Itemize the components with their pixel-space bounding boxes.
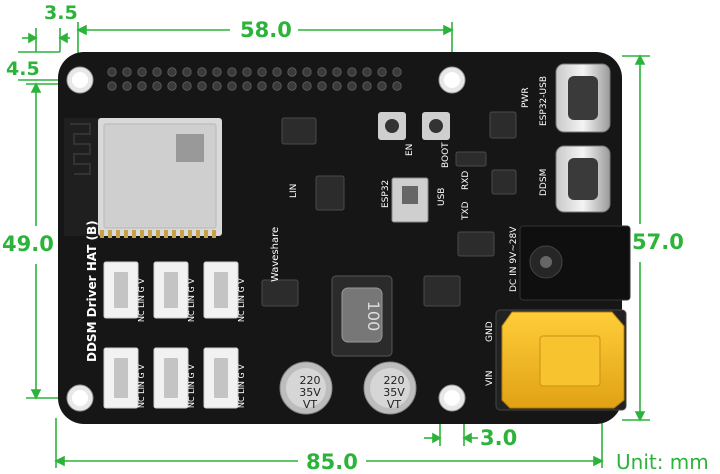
connector-pins-3: NC LIN G V: [237, 278, 246, 322]
gpio-pin-hole: [392, 81, 402, 91]
gpio-pin-hole: [287, 81, 297, 91]
gpio-pin-hole: [212, 67, 222, 77]
gpio-pin-hole: [167, 67, 177, 77]
dim-top-offset-x: 3.5: [44, 2, 78, 24]
power-inductor: [331, 275, 393, 357]
gpio-pin-hole: [362, 67, 372, 77]
svg-text:220: 220: [300, 374, 321, 387]
gpio-pin-hole: [137, 67, 147, 77]
usb-label: USB: [437, 188, 447, 206]
vin-label: VIN: [485, 370, 495, 386]
en-label: EN: [405, 144, 415, 156]
gpio-pin-hole: [377, 81, 387, 91]
gpio-pin-hole: [362, 81, 372, 91]
connector-pins-2: NC LIN G V: [187, 278, 196, 322]
gpio-pin-hole: [227, 81, 237, 91]
gnd-label: GND: [485, 321, 495, 342]
gpio-pin-hole: [287, 67, 297, 77]
gpio-pin-hole: [302, 67, 312, 77]
inductor-label: 100: [364, 301, 383, 332]
gpio-pin-hole: [122, 67, 132, 77]
gpio-pin-hole: [182, 67, 192, 77]
boot-label: BOOT: [441, 142, 451, 168]
buttons: [378, 112, 450, 140]
svg-text:220: 220: [384, 374, 405, 387]
connector-pins-4: NC LIN G V: [137, 364, 146, 408]
capacitor-2-text: 220 35V VT: [383, 374, 405, 411]
gpio-pin-hole: [167, 81, 177, 91]
capacitors: [279, 361, 417, 415]
gpio-pin-hole: [272, 67, 282, 77]
dim-top-width: 58.0: [240, 18, 292, 42]
svg-text:35V: 35V: [299, 386, 321, 399]
txd-label: TXD: [461, 201, 471, 221]
gpio-pin-hole: [257, 81, 267, 91]
connector-pins-1: NC LIN G V: [137, 278, 146, 322]
gpio-pin-hole: [152, 81, 162, 91]
connector-pins-6: NC LIN G V: [237, 364, 246, 408]
gpio-pin-hole: [152, 67, 162, 77]
gpio-pin-hole: [212, 81, 222, 91]
pwr-label: PWR: [521, 87, 531, 108]
gpio-pin-hole: [137, 81, 147, 91]
gpio-pin-hole: [332, 67, 342, 77]
gpio-pin-hole: [317, 81, 327, 91]
dim-left-height: 49.0: [2, 232, 54, 256]
dc-in-label: DC IN 9V~28V: [509, 226, 519, 292]
dim-top-offset-y: 4.5: [6, 58, 40, 80]
unit-label: Unit: mm: [616, 450, 709, 474]
capacitor-1-text: 220 35V VT: [299, 374, 321, 411]
gpio-pin-hole: [317, 67, 327, 77]
gpio-pin-hole: [392, 67, 402, 77]
rxd-label: RXD: [461, 171, 471, 190]
svg-text:VT: VT: [303, 398, 318, 411]
dim-right-height: 57.0: [632, 230, 684, 254]
svg-text:VT: VT: [387, 398, 402, 411]
gpio-pin-hole: [272, 81, 282, 91]
esp32-module: [64, 118, 222, 238]
ddsm-label: DDSM: [539, 169, 549, 196]
esp32-usb-label: ESP32-USB: [539, 76, 549, 126]
board-name-text: DDSM Driver HAT (B): [85, 220, 99, 362]
lin-label: LIN: [289, 184, 299, 198]
gpio-pin-hole: [242, 81, 252, 91]
gpio-pin-hole: [197, 81, 207, 91]
gpio-header: [107, 67, 402, 91]
gpio-pin-hole: [377, 67, 387, 77]
gpio-pin-hole: [257, 67, 267, 77]
esp32-label: ESP32: [381, 180, 391, 208]
gpio-pin-hole: [242, 67, 252, 77]
dim-bottom-offset: 3.0: [480, 426, 518, 450]
gpio-pin-hole: [107, 81, 117, 91]
gpio-pin-hole: [347, 67, 357, 77]
dim-bottom-width: 85.0: [306, 450, 358, 474]
usb-c-ports: [555, 63, 611, 213]
gpio-pin-hole: [332, 81, 342, 91]
small-components: [261, 111, 517, 307]
gpio-pin-hole: [227, 67, 237, 77]
brand-text: Waveshare: [270, 227, 281, 282]
gpio-pin-hole: [122, 81, 132, 91]
svg-text:35V: 35V: [383, 386, 405, 399]
dc-jack: [519, 225, 631, 301]
gpio-pin-hole: [302, 81, 312, 91]
gpio-pin-hole: [182, 81, 192, 91]
connector-pins-5: NC LIN G V: [187, 364, 196, 408]
gpio-pin-hole: [107, 67, 117, 77]
xt-connector: [495, 309, 627, 411]
gpio-pin-hole: [347, 81, 357, 91]
gpio-pin-hole: [197, 67, 207, 77]
